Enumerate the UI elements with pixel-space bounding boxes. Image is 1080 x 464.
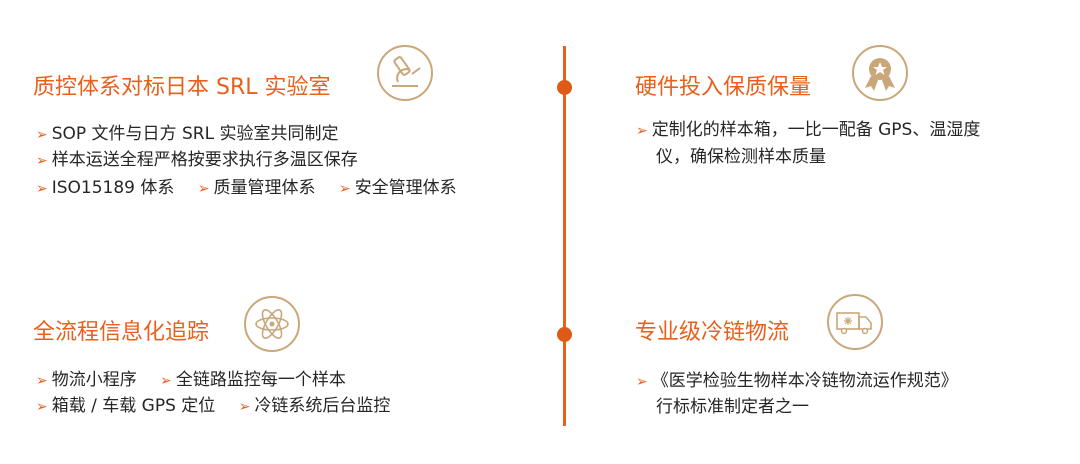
arrow-icon: ➢	[160, 373, 172, 389]
list-item: ➢SOP 文件与日方 SRL 实验室共同制定	[36, 121, 338, 148]
arrow-icon: ➢	[197, 181, 210, 197]
list-item-continuation: 仪，确保检测样本质量	[656, 147, 826, 167]
arrow-icon: ➢	[36, 399, 48, 415]
section-title-hardware: 硬件投入保质保量	[635, 75, 812, 100]
arrow-icon: ➢	[36, 373, 48, 389]
bullet-text: 安全管理体系	[354, 178, 457, 198]
list-item: ➢《医学检验生物样本冷链物流运作规范》	[636, 368, 958, 395]
list-item: ➢定制化的样本箱，一比一配备 GPS、温湿度	[636, 117, 980, 144]
bullet-text: 全链路监控每一个样本	[175, 370, 346, 390]
list-item: ➢ISO15189 体系 ➢质量管理体系 ➢安全管理体系	[36, 175, 457, 202]
section-title-qc: 质控体系对标日本 SRL 实验室	[33, 75, 331, 100]
list-item: ➢箱载 / 车载 GPS 定位 ➢冷链系统后台监控	[36, 393, 390, 420]
bullet-text: SOP 文件与日方 SRL 实验室共同制定	[51, 124, 339, 144]
arrow-icon: ➢	[636, 374, 648, 390]
bullet-text: 质量管理体系	[213, 178, 316, 198]
list-item-continuation: 行标标准制定者之一	[656, 397, 809, 417]
delivery-truck-icon	[827, 294, 883, 350]
bullet-text: 箱载 / 车载 GPS 定位	[51, 396, 216, 416]
arrow-icon: ➢	[36, 153, 48, 169]
timeline-dot	[557, 80, 572, 95]
list-item: ➢物流小程序 ➢全链路监控每一个样本	[36, 367, 346, 394]
arrow-icon: ➢	[636, 123, 648, 139]
timeline-divider	[563, 46, 566, 426]
bullet-text: 定制化的样本箱，一比一配备 GPS、温湿度	[651, 120, 981, 140]
atom-icon	[244, 296, 300, 352]
bullet-text: 冷链系统后台监控	[254, 396, 391, 416]
arrow-icon: ➢	[238, 399, 251, 415]
arrow-icon: ➢	[36, 181, 48, 197]
award-medal-icon	[852, 45, 908, 101]
section-title-cold-chain: 专业级冷链物流	[635, 320, 790, 345]
arrow-icon: ➢	[36, 127, 48, 143]
microscope-icon	[377, 45, 433, 101]
bullet-text: 物流小程序	[51, 370, 137, 390]
bullet-text: 《医学检验生物样本冷链物流运作规范》	[651, 371, 958, 391]
bullet-text: 样本运送全程严格按要求执行多温区保存	[51, 150, 358, 170]
list-item: ➢样本运送全程严格按要求执行多温区保存	[36, 147, 358, 174]
timeline-dot	[557, 327, 572, 342]
section-title-tracking: 全流程信息化追踪	[33, 320, 210, 345]
arrow-icon: ➢	[338, 181, 351, 197]
bullet-text: ISO15189 体系	[51, 178, 175, 198]
